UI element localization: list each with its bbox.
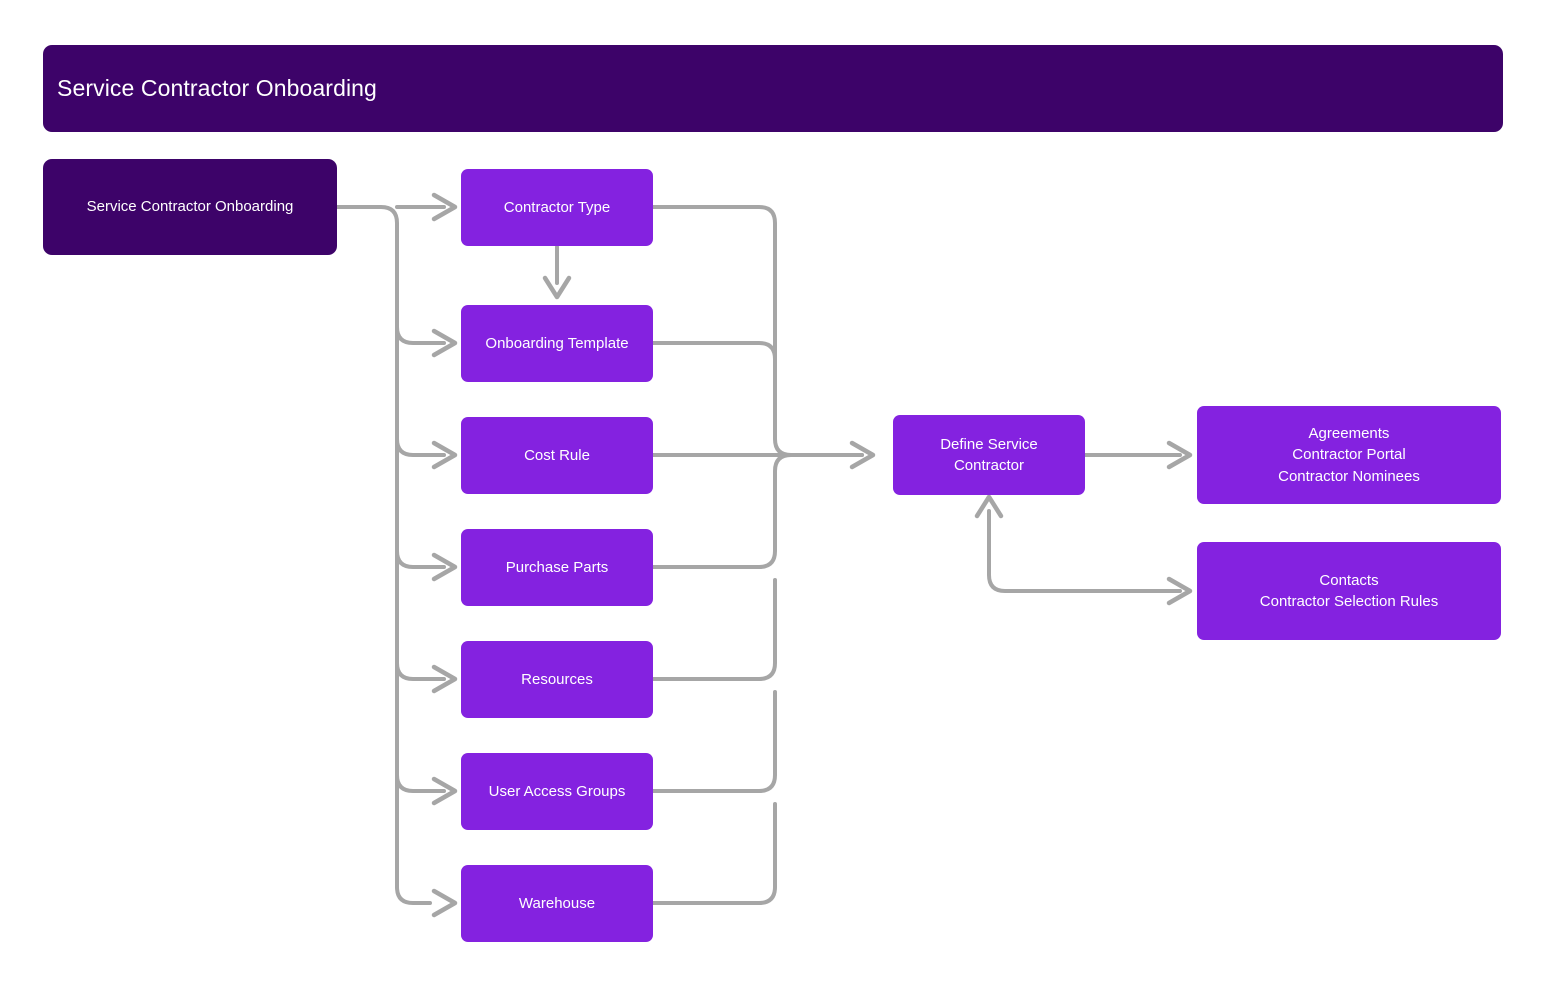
edge-root-to-onboarding-template — [395, 325, 446, 345]
node-label: Contractor Type — [503, 198, 611, 216]
node-contractor-type[interactable]: Contractor Type — [461, 169, 653, 246]
edge-purchase-parts-to-hub — [651, 453, 793, 569]
node-cost-rule[interactable]: Cost Rule — [461, 417, 653, 494]
arrowhead-cost-rule — [431, 440, 458, 470]
edge-resources-to-hub — [651, 578, 777, 681]
arrowhead-purchase-parts — [431, 552, 458, 582]
node-label: Service Contractor Onboarding — [86, 198, 294, 216]
edge-onboarding-template-to-hub — [651, 341, 777, 382]
edge-user-access-groups-to-hub — [651, 690, 777, 793]
node-contacts[interactable]: Contacts Contractor Selection Rules — [1197, 542, 1501, 640]
node-label: Resources — [521, 670, 593, 688]
node-label: User Access Groups — [488, 782, 626, 800]
node-user-access-groups[interactable]: User Access Groups — [461, 753, 653, 830]
node-label: Onboarding Template — [485, 334, 629, 352]
node-label: Agreements Contractor Portal Contractor … — [1278, 425, 1420, 485]
edge-root-to-resources — [395, 661, 446, 681]
header-banner: Service Contractor Onboarding — [43, 45, 1503, 132]
arrowhead-hub-bottom — [974, 494, 1004, 519]
node-resources[interactable]: Resources — [461, 641, 653, 718]
node-label: Contacts Contractor Selection Rules — [1259, 571, 1439, 610]
node-label: Cost Rule — [524, 446, 590, 464]
node-label: Purchase Parts — [505, 558, 609, 576]
node-define-service-contractor[interactable]: Define Service Contractor — [893, 415, 1085, 495]
node-label: Define Service Contractor — [940, 435, 1038, 474]
edge-contractor-type-to-hub — [651, 205, 864, 457]
arrowhead-hub-left — [849, 440, 876, 470]
edge-warehouse-to-hub — [651, 802, 777, 905]
edge-root-to-purchase-parts — [395, 549, 446, 569]
arrowhead-warehouse — [431, 888, 458, 918]
arrowhead-user-access-groups — [431, 776, 458, 806]
node-purchase-parts[interactable]: Purchase Parts — [461, 529, 653, 606]
node-agreements[interactable]: Agreements Contractor Portal Contractor … — [1197, 406, 1501, 504]
arrowhead-contacts — [1166, 576, 1193, 606]
node-onboarding-template[interactable]: Onboarding Template — [461, 305, 653, 382]
arrowhead-contractor-type — [431, 192, 458, 222]
edge-root-trunk — [335, 205, 432, 905]
edge-root-to-user-access-groups — [395, 773, 446, 793]
node-label: Warehouse — [518, 894, 596, 912]
node-service-contractor-onboarding[interactable]: Service Contractor Onboarding — [43, 159, 337, 255]
arrowhead-onboarding-template — [431, 328, 458, 358]
arrowhead-onboarding-template-top — [542, 275, 572, 300]
node-warehouse[interactable]: Warehouse — [461, 865, 653, 942]
arrowhead-agreements — [1166, 440, 1193, 470]
page-title: Service Contractor Onboarding — [57, 75, 377, 101]
edge-root-to-cost-rule — [395, 437, 446, 457]
arrowhead-resources — [431, 664, 458, 694]
edge-hub-down-to-contacts — [987, 509, 1182, 593]
